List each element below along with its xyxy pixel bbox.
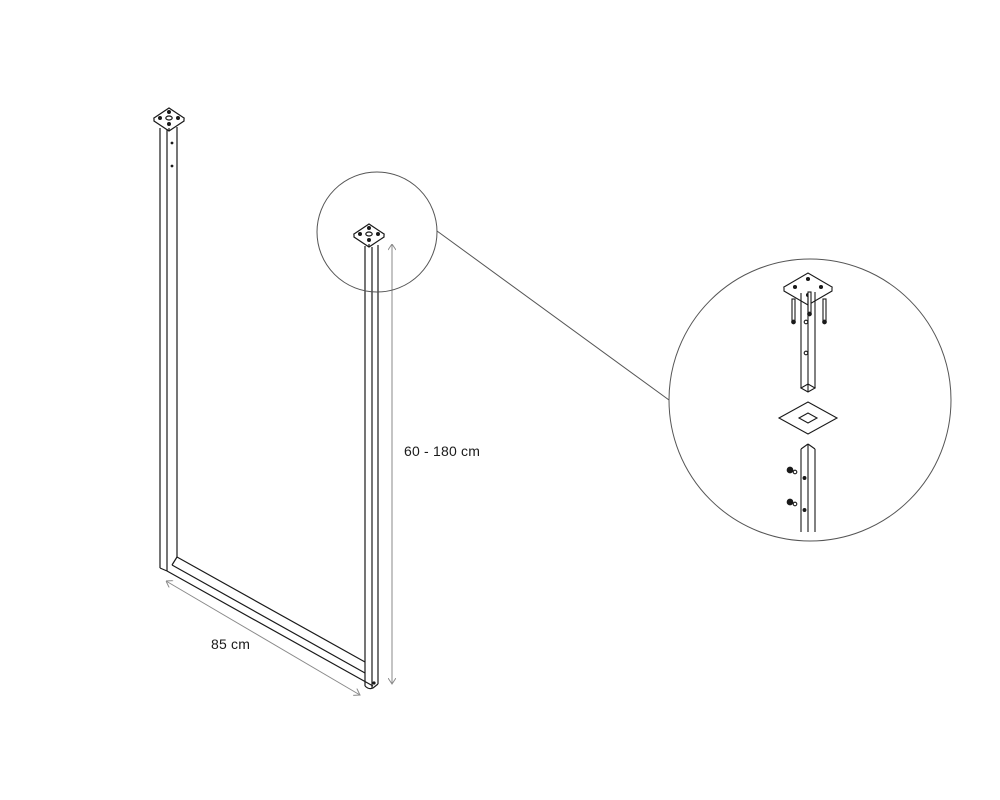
bottom-rail (166, 556, 374, 687)
right-mounting-plate-icon (352, 223, 386, 248)
detail-upper-tube-icon (799, 292, 817, 393)
detail-magnified-circle (668, 258, 952, 542)
width-dimension-line (166, 581, 360, 695)
right-post (352, 223, 386, 690)
callout-leader-line (436, 230, 670, 401)
detail-assembly (777, 272, 839, 532)
left-post (152, 107, 186, 572)
left-mounting-plate-icon (152, 107, 186, 132)
detail-source-circle (316, 171, 438, 293)
width-dimension-label: 85 cm (211, 636, 251, 652)
detail-lower-tube-icon (800, 443, 816, 532)
detail-mounting-plate-icon (782, 272, 834, 306)
detail-cover-plate-icon (777, 401, 839, 435)
detail-adjustment-bolts-icon (786, 466, 798, 507)
height-dimension-label: 60 - 180 cm (404, 443, 481, 459)
